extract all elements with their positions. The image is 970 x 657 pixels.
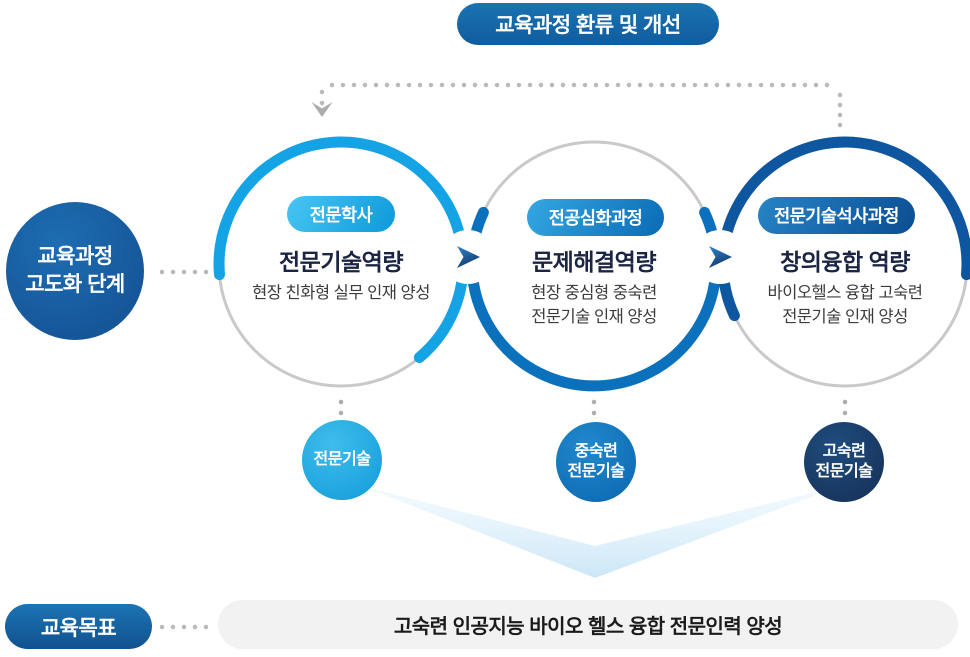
left-circle-line1: 교육과정 [37, 244, 113, 268]
stage2-badge-label: 전공심화과정 [548, 208, 643, 228]
stage3-output-line2: 전문기술 [815, 463, 873, 480]
stage2-output-line1: 중숙련 [574, 443, 618, 460]
stage2-output-line2: 전문기술 [567, 463, 625, 480]
stage3-desc: 바이오헬스 융합 고숙련 전문기술 인재 양성 [725, 281, 965, 329]
stage3-desc-line2: 전문기술 인재 양성 [782, 308, 908, 326]
stage3-output-line1: 고숙련 [822, 443, 866, 460]
stage3-badge: 전문기술석사과정 [758, 197, 915, 234]
stage2-desc-line2: 전문기술 인재 양성 [531, 308, 657, 326]
stage1-badge-label: 전문학사 [309, 204, 373, 225]
arrow-right-icon [457, 246, 480, 268]
stage2-title: 문제해결역량 [532, 249, 656, 275]
stage3-desc-line1: 바이오헬스 융합 고숙련 [767, 284, 923, 302]
stage1-output-line1: 전문기술 [313, 451, 371, 468]
arrow-down-icon [311, 102, 333, 117]
stage3-badge-label: 전문기술석사과정 [774, 206, 899, 226]
goal-pill: 교육목표 [5, 604, 152, 649]
stage1-desc-line1: 현장 친화형 실무 인재 양성 [252, 284, 430, 302]
stage1-color-arc [213, 136, 469, 363]
goal-bar-text: 고숙련 인공지능 바이오 헬스 융합 전문인력 양성 [393, 616, 783, 638]
left-stage-circle: 교육과정 고도화 단계 [6, 202, 144, 340]
stage1-badge: 전문학사 [287, 196, 395, 232]
stage2-desc-line1: 현장 중심형 중숙련 [531, 284, 657, 302]
stage1-title: 전문기술역량 [279, 249, 403, 275]
goal-bar: 고숙련 인공지능 바이오 헬스 융합 전문인력 양성 [218, 600, 958, 649]
funnel-shape [362, 486, 840, 578]
stage1-output-badge: 전문기술 [302, 420, 382, 500]
goal-pill-label: 교육목표 [40, 616, 117, 640]
left-circle-line2: 고도화 단계 [25, 273, 125, 296]
arrow-right-icon [709, 246, 732, 268]
feedback-pill: 교육과정 환류 및 개선 [457, 3, 719, 45]
stage3-title: 창의융합 역량 [780, 249, 910, 275]
stage3-output-badge: 고숙련 전문기술 [804, 422, 884, 502]
feedback-pill-label: 교육과정 환류 및 개선 [495, 14, 681, 37]
stage1-desc: 현장 친화형 실무 인재 양성 [221, 281, 461, 305]
stage2-desc: 현장 중심형 중숙련 전문기술 인재 양성 [474, 281, 714, 329]
stage2-badge: 전공심화과정 [527, 199, 664, 236]
stage2-output-badge: 중숙련 전문기술 [556, 422, 636, 502]
stage2-color-arc [466, 206, 722, 392]
